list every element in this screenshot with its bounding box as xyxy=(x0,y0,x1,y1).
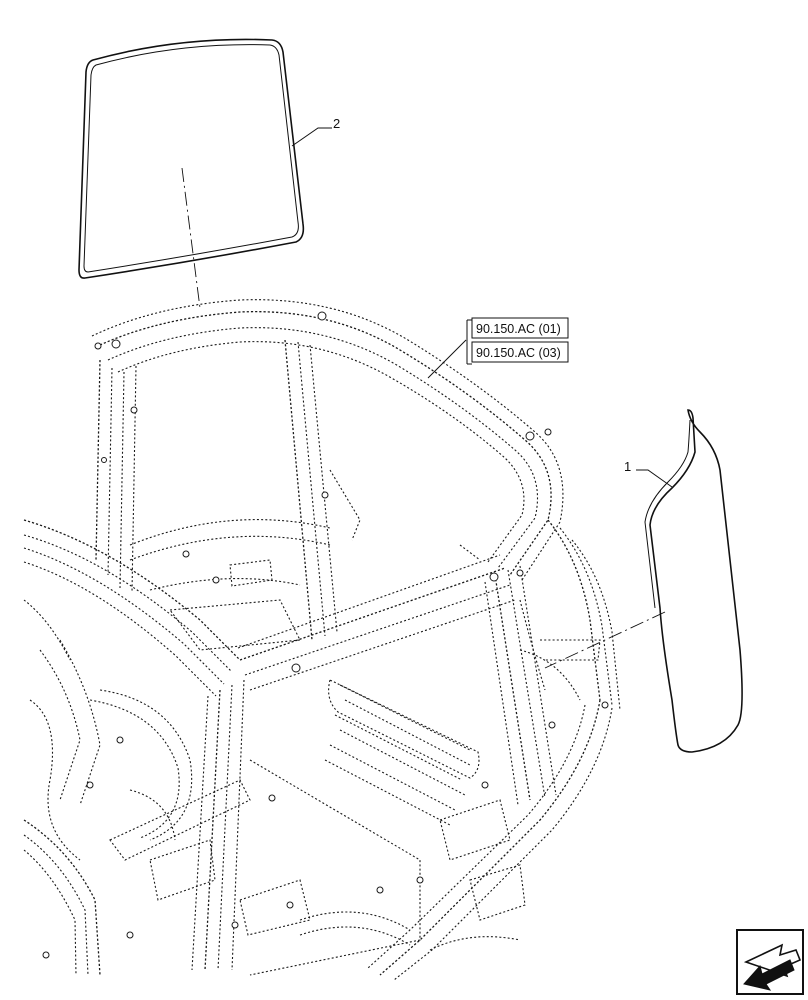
next-page-arrow-icon[interactable] xyxy=(736,929,804,995)
cab-frame xyxy=(23,299,621,981)
reference-box-1[interactable] xyxy=(471,317,569,339)
reference-box-2[interactable] xyxy=(471,341,569,363)
callout-1: 1 xyxy=(624,459,631,474)
reference-group: 90.150.AC (01) 90.150.AC (03) xyxy=(427,317,569,379)
side-glass-centerline xyxy=(544,611,666,669)
reference-link-1[interactable]: 90.150.AC (01) xyxy=(476,322,561,336)
callout-2: 2 xyxy=(333,116,340,131)
roof-glass-panel xyxy=(78,38,305,279)
callout-2-leader xyxy=(291,127,332,147)
side-glass-panel xyxy=(644,409,743,753)
callout-1-leader xyxy=(636,469,673,488)
reference-link-2[interactable]: 90.150.AC (03) xyxy=(476,346,561,360)
